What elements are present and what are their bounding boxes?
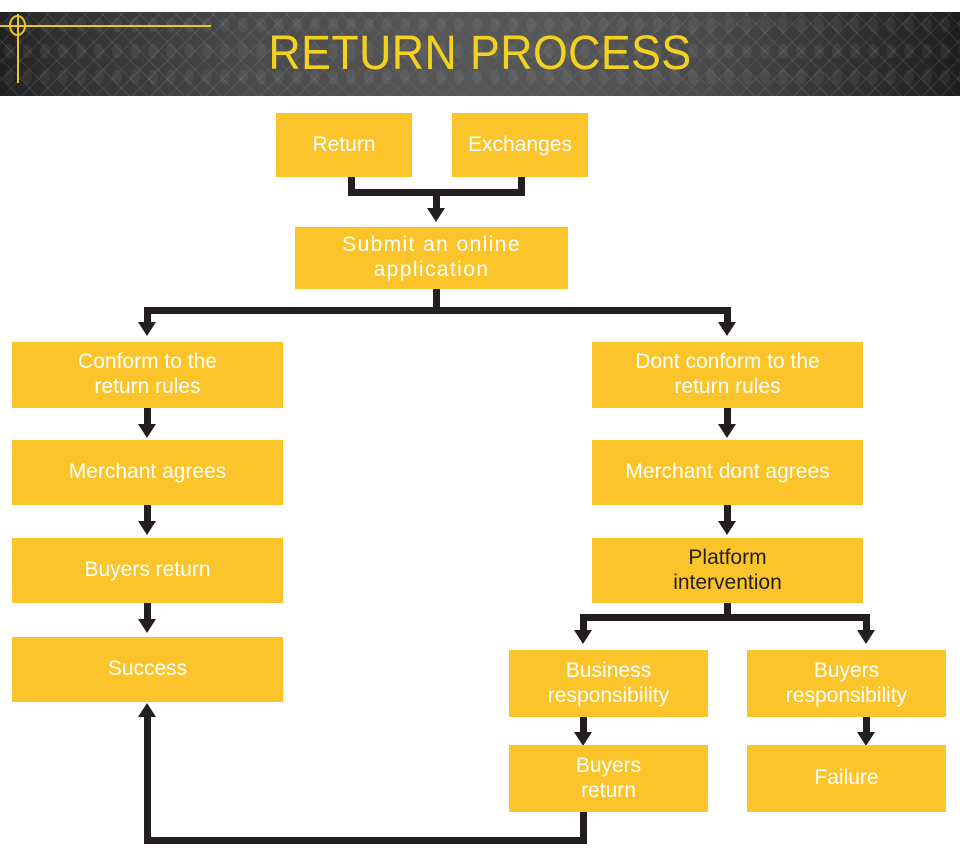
node-business-responsibility[interactable]: Business responsibility (509, 650, 708, 717)
node-failure[interactable]: Failure (747, 745, 946, 812)
node-merchant-dont-agrees[interactable]: Merchant dont agrees (592, 440, 863, 505)
edge-platform-left-stub (580, 614, 587, 632)
arrow-to-failure (857, 732, 875, 746)
node-submit-online-application[interactable]: Submit an online application (295, 227, 568, 289)
node-return[interactable]: Return (276, 113, 412, 177)
edge-platform-split-bus (580, 614, 870, 621)
arrow-to-submit (427, 208, 445, 222)
arrow-loop-to-success (138, 703, 156, 717)
node-dont-conform-to-return-rules[interactable]: Dont conform to the return rules (592, 342, 863, 408)
edge-submit-drop (433, 288, 440, 314)
edge-split-left-stub (144, 307, 151, 325)
node-buyers-return-left[interactable]: Buyers return (12, 538, 283, 603)
edge-conform-to-merchant-agrees (144, 408, 151, 428)
arrow-to-success (138, 619, 156, 633)
edge-dont-conform-to-merchant-dont-agrees (724, 408, 731, 428)
edge-merge-drop (433, 189, 440, 211)
edge-exchanges-to-submit-stub (518, 176, 525, 196)
edge-merchant-dont-agrees-to-platform (724, 505, 731, 525)
edge-buyers-return-to-success (144, 603, 151, 623)
edge-loop-up (144, 716, 151, 838)
edge-return-to-submit-stub (348, 176, 355, 196)
node-buyers-return-right[interactable]: Buyers return (509, 745, 708, 812)
arrow-to-buyers-responsibility (857, 630, 875, 644)
edge-platform-right-stub (863, 614, 870, 632)
node-buyers-responsibility[interactable]: Buyers responsibility (747, 650, 946, 717)
arrow-to-merchant-dont-agrees (718, 424, 736, 438)
edge-loop-down (580, 812, 587, 844)
node-merchant-agrees[interactable]: Merchant agrees (12, 440, 283, 505)
edge-merchant-agrees-to-buyers-return (144, 505, 151, 525)
edge-loop-bottom (144, 837, 587, 844)
arrow-to-buyers-return-left (138, 521, 156, 535)
page-title: RETURN PROCESS (268, 27, 692, 80)
node-exchanges[interactable]: Exchanges (452, 113, 588, 177)
arrow-to-platform (718, 521, 736, 535)
edge-buyers-resp-to-failure (863, 717, 870, 737)
node-conform-to-return-rules[interactable]: Conform to the return rules (12, 342, 283, 408)
node-success[interactable]: Success (12, 637, 283, 702)
decor-circle-marker (9, 15, 26, 36)
edge-platform-drop (724, 603, 731, 621)
arrow-to-conform (138, 322, 156, 336)
node-platform-intervention[interactable]: Platform intervention (592, 538, 863, 603)
edge-business-resp-to-buyers-return (580, 717, 587, 737)
arrow-to-merchant-agrees (138, 424, 156, 438)
decor-vertical-rule (17, 14, 19, 83)
arrow-to-dont-conform (718, 322, 736, 336)
decor-horizontal-rule (0, 25, 211, 27)
edge-split-bus (144, 307, 731, 314)
edge-split-right-stub (724, 307, 731, 325)
arrow-to-business-responsibility (574, 630, 592, 644)
arrow-to-buyers-return-right (574, 732, 592, 746)
